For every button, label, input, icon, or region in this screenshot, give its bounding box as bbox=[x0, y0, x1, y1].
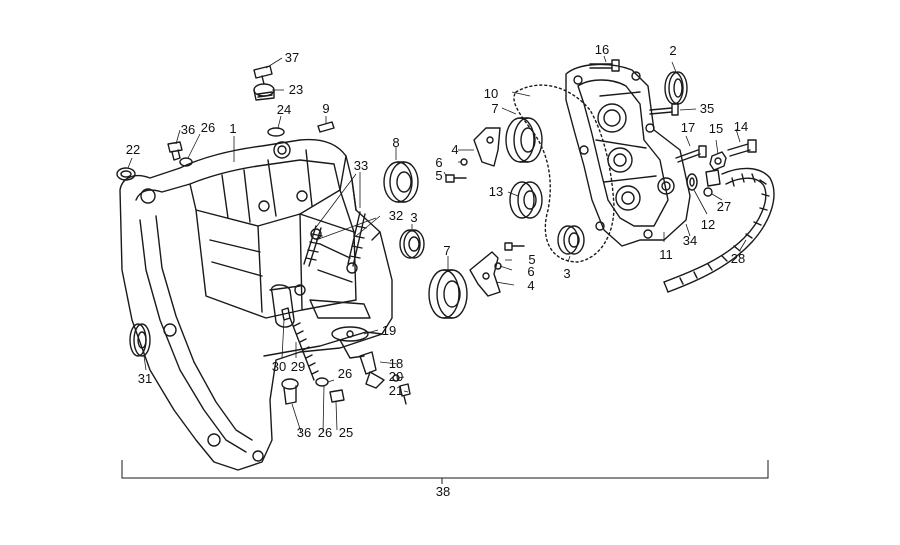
plug-23 bbox=[253, 83, 275, 101]
callout: 2 bbox=[669, 43, 676, 58]
callout: 7 bbox=[491, 101, 498, 116]
callout: 19 bbox=[382, 323, 396, 338]
switch-19 bbox=[331, 326, 369, 359]
callout: 21 bbox=[389, 383, 403, 398]
callout: 31 bbox=[138, 371, 152, 386]
callout: 3 bbox=[563, 266, 570, 281]
callout: 36 bbox=[181, 122, 195, 137]
callout: 35 bbox=[700, 101, 714, 116]
callout: 16 bbox=[595, 42, 609, 57]
screw-5-upper bbox=[445, 158, 468, 183]
callout: 26 bbox=[201, 120, 215, 135]
callout: 14 bbox=[734, 119, 748, 134]
assembly-label: 38 bbox=[436, 484, 450, 499]
screw-35 bbox=[649, 103, 679, 116]
callout: 9 bbox=[322, 101, 329, 116]
plug-36-top bbox=[167, 141, 183, 161]
callout: 17 bbox=[681, 120, 695, 135]
main-gearbox-housing bbox=[119, 138, 393, 471]
callout: 22 bbox=[126, 142, 140, 157]
gasket-10 bbox=[513, 84, 615, 263]
bearing-7-lower bbox=[428, 269, 468, 319]
pin-9 bbox=[317, 121, 335, 133]
callout: 23 bbox=[289, 82, 303, 97]
callout-labels: 1 2 3 3 4 4 5 5 6 6 7 7 8 9 10 11 12 13 … bbox=[126, 42, 748, 499]
callout: 6 bbox=[527, 264, 534, 279]
callout: 24 bbox=[277, 102, 291, 117]
screw-17 bbox=[675, 145, 707, 163]
callout: 11 bbox=[659, 247, 673, 262]
sender-18 bbox=[359, 351, 385, 389]
oil-seal-2 bbox=[664, 71, 688, 105]
callout: 1 bbox=[229, 121, 236, 136]
callout: 26 bbox=[338, 366, 352, 381]
bearing-8 bbox=[383, 161, 419, 203]
callout: 34 bbox=[683, 233, 697, 248]
vent-hose-28 bbox=[663, 167, 775, 293]
callout: 32 bbox=[389, 208, 403, 223]
screw-21 bbox=[399, 383, 411, 405]
callout: 8 bbox=[392, 135, 399, 150]
stud-33 bbox=[303, 211, 367, 267]
leader-lines bbox=[127, 55, 747, 433]
callout: 30 bbox=[272, 359, 286, 374]
callout: 5 bbox=[435, 168, 442, 183]
bearing-3-left bbox=[399, 229, 425, 259]
callout: 29 bbox=[291, 359, 305, 374]
callout: 10 bbox=[484, 86, 498, 101]
seal-22 bbox=[116, 167, 136, 181]
o-ring-24 bbox=[267, 127, 285, 137]
callout: 33 bbox=[354, 158, 368, 173]
plug-36-bottom bbox=[281, 378, 299, 405]
callout: 37 bbox=[285, 50, 299, 65]
callout: 4 bbox=[527, 278, 534, 293]
fitting-27 bbox=[703, 169, 721, 197]
callout: 28 bbox=[731, 251, 745, 266]
callout: 26 bbox=[318, 425, 332, 440]
housing-right-wall bbox=[339, 155, 381, 241]
assembly-bracket bbox=[121, 460, 769, 484]
callout: 6 bbox=[435, 155, 442, 170]
bearing-3-right bbox=[557, 225, 585, 255]
callout: 12 bbox=[701, 217, 715, 232]
bracket-4-lower bbox=[469, 251, 501, 297]
screw-5-lower bbox=[494, 242, 525, 270]
bracket-4-upper bbox=[473, 127, 501, 167]
seal-31 bbox=[129, 323, 151, 357]
callout: 13 bbox=[489, 184, 503, 199]
filler-plug-37 bbox=[253, 65, 273, 85]
callout: 5 bbox=[528, 252, 535, 267]
callout: 4 bbox=[451, 142, 458, 157]
bearing-7-upper bbox=[505, 117, 543, 163]
washer-26-bottom bbox=[315, 377, 329, 387]
screw-16 bbox=[589, 59, 620, 72]
washer-12 bbox=[686, 173, 698, 191]
bolt-14 bbox=[727, 139, 757, 157]
washer-26-top bbox=[179, 157, 193, 167]
plug-25 bbox=[329, 389, 345, 403]
plunger-30 bbox=[281, 307, 291, 321]
callout: 3 bbox=[410, 210, 417, 225]
callout: 18 bbox=[389, 356, 403, 371]
nut-15 bbox=[709, 151, 727, 171]
callout: 15 bbox=[709, 121, 723, 136]
callout: 25 bbox=[339, 425, 353, 440]
spring-29 bbox=[289, 317, 319, 381]
callout: 20 bbox=[389, 369, 403, 384]
bearing-13 bbox=[509, 181, 543, 219]
callout: 36 bbox=[297, 425, 311, 440]
rear-cover-11 bbox=[565, 63, 691, 247]
callout: 7 bbox=[443, 243, 450, 258]
callout: 27 bbox=[717, 199, 731, 214]
